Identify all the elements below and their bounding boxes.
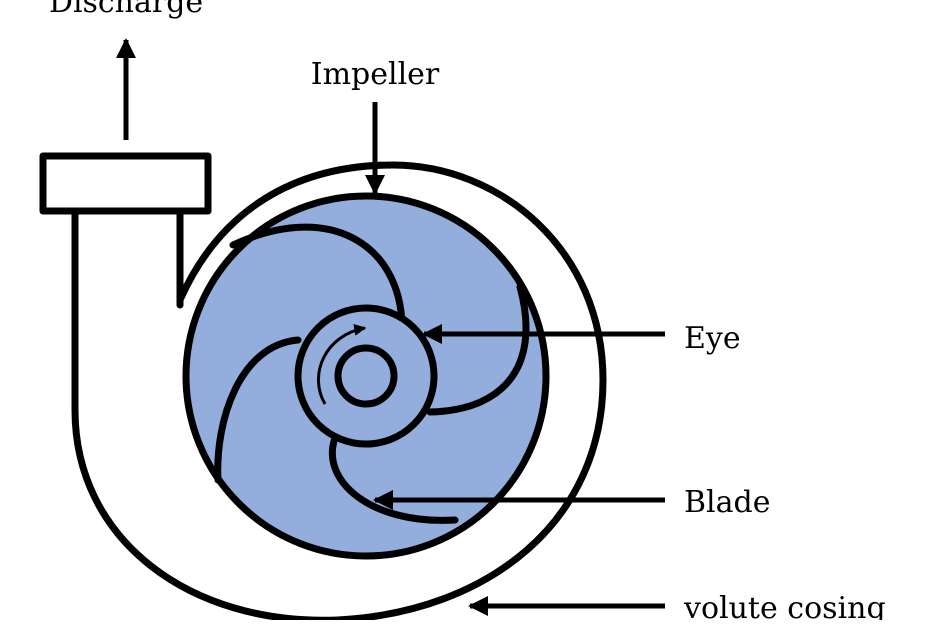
rotation-arrow [316, 323, 367, 405]
volute-outer-wall [71, 161, 607, 624]
impeller-label: Impeller [311, 57, 440, 92]
volute-casing-label: volute cosing [683, 591, 886, 620]
impeller-blades [214, 223, 530, 524]
discharge-flange [39, 152, 212, 215]
discharge-label: Discharge [49, 0, 203, 20]
blade-lower [328, 434, 459, 524]
blade-upper-left [229, 223, 406, 329]
blade-label: Blade [684, 485, 770, 520]
blade-right [426, 283, 530, 416]
eye-label: Eye [684, 321, 741, 356]
volute-casing [39, 152, 607, 624]
eye-inner-ring [334, 344, 398, 408]
blade-left [214, 336, 302, 484]
